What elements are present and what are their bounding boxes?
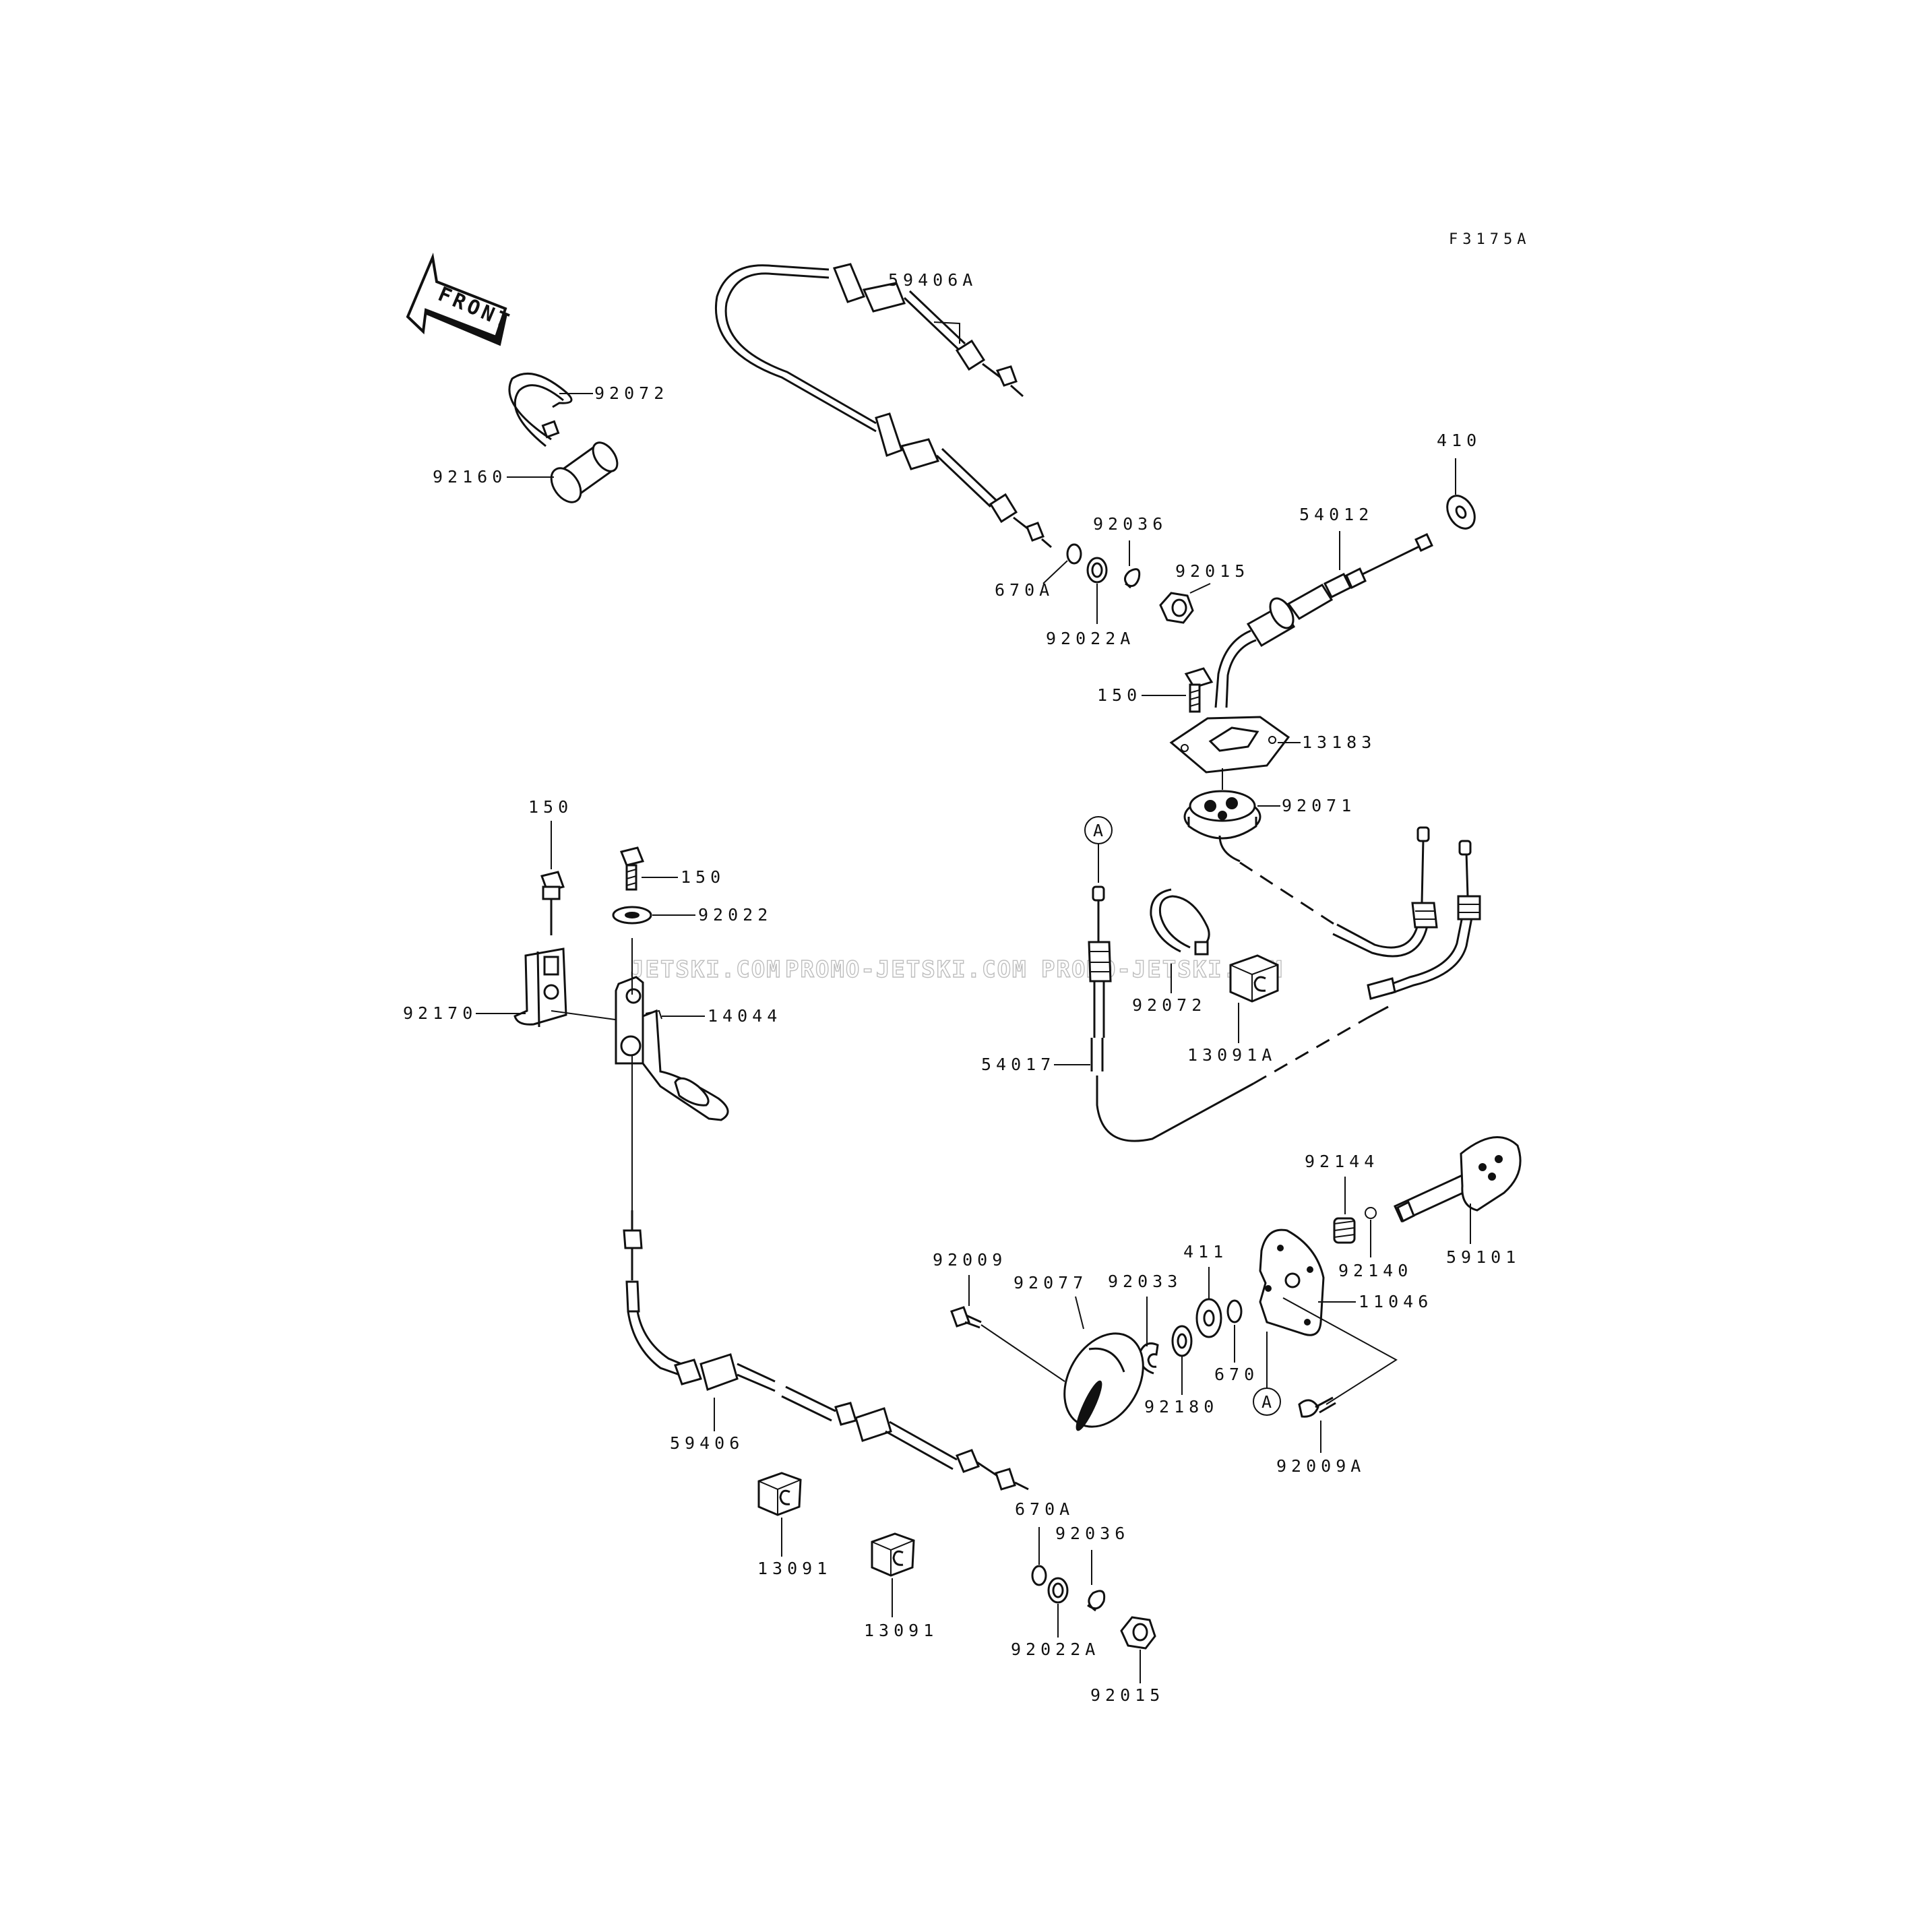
label-14044: 14044 (708, 1006, 782, 1026)
label-54012: 54012 (1299, 505, 1373, 524)
label-92170: 92170 (403, 1003, 477, 1023)
label-13091-a: 13091 (757, 1559, 832, 1578)
cable-54012 (1214, 533, 1433, 708)
bolt-150-left (540, 871, 565, 935)
label-670a-top: 670A (995, 580, 1054, 600)
plate-13183 (1169, 716, 1290, 774)
label-92077: 92077 (1014, 1273, 1088, 1292)
label-13183: 13183 (1302, 733, 1376, 752)
spring-92144 (1333, 1217, 1356, 1244)
cable-tie-92072-mid (1150, 888, 1210, 956)
bracket-14044 (615, 976, 729, 1121)
plate-11046 (1259, 1228, 1325, 1336)
label-92015-top: 92015 (1175, 561, 1249, 581)
ring-92180 (1171, 1325, 1193, 1357)
label-410: 410 (1437, 431, 1481, 450)
ball-92140 (1365, 1207, 1377, 1219)
label-54017: 54017 (981, 1055, 1055, 1074)
label-92033: 92033 (1108, 1272, 1182, 1291)
grommet-92071 (1183, 790, 1261, 840)
label-670: 670 (1214, 1365, 1259, 1384)
cable-tie-92072-top (508, 373, 573, 447)
cable-59406 (623, 1055, 1029, 1491)
bolt-150-mid (619, 846, 645, 891)
label-59101: 59101 (1446, 1247, 1520, 1267)
label-92022: 92022 (698, 905, 772, 925)
cable-59406a (715, 263, 1052, 549)
ring-670 (1226, 1299, 1243, 1323)
label-92022a-bot: 92022A (1011, 1640, 1100, 1659)
washer-410 (1446, 495, 1476, 530)
washer-411 (1195, 1298, 1222, 1338)
shaft-59101 (1394, 1136, 1522, 1223)
watermark: JETSKI.COM PROMO-JETSKI.COM PROMO-JETSKI… (629, 956, 1282, 983)
knob-92077 (1063, 1332, 1144, 1431)
label-92036-top: 92036 (1093, 514, 1167, 534)
washer-92022 (612, 906, 652, 925)
label-92072-mid: 92072 (1132, 995, 1206, 1015)
callout-a-lower: A (1253, 1332, 1281, 1416)
label-92160: 92160 (433, 467, 507, 487)
label-92036-bot: 92036 (1055, 1524, 1129, 1543)
bracket-92170 (513, 947, 567, 1028)
label-92009: 92009 (933, 1250, 1007, 1270)
label-13091a: 13091A (1187, 1045, 1276, 1065)
label-150-left: 150 (528, 797, 573, 817)
label-92022a-top: 92022A (1046, 629, 1135, 648)
label-92180: 92180 (1144, 1397, 1218, 1416)
fasteners-top (1066, 543, 1194, 624)
watermark-text-2: PROMO-JETSKI.COM (785, 956, 1028, 983)
label-92144: 92144 (1305, 1152, 1379, 1171)
label-92072-top: 92072 (594, 383, 668, 403)
fasteners-bottom (1031, 1565, 1156, 1650)
screw-92009a (1298, 1396, 1336, 1418)
label-150-mid: 150 (681, 867, 725, 887)
callout-a-upper: A (1084, 816, 1113, 883)
callout-a-upper-label: A (1093, 821, 1103, 840)
label-11046: 11046 (1359, 1292, 1433, 1311)
callout-a-lower-label: A (1261, 1392, 1272, 1412)
front-arrow-icon: FRONT (406, 252, 516, 346)
label-92015-bot: 92015 (1090, 1685, 1164, 1705)
label-59406: 59406 (670, 1433, 744, 1453)
clamp-13091a (1229, 954, 1279, 1003)
cables-right (1218, 826, 1481, 1000)
label-150-top: 150 (1097, 685, 1142, 705)
label-92140: 92140 (1338, 1261, 1412, 1280)
cable-54017 (1088, 885, 1389, 1142)
screw-92009 (950, 1306, 982, 1329)
watermark-text-1: JETSKI.COM (630, 956, 782, 983)
label-59406a: 59406A (888, 270, 977, 290)
label-411: 411 (1183, 1242, 1228, 1261)
bolt-150-top (1184, 667, 1214, 713)
clamp-13091-b (871, 1532, 915, 1577)
label-670a-bot: 670A (1015, 1499, 1074, 1519)
clamp-13091-a (757, 1472, 802, 1516)
label-13091-b: 13091 (864, 1621, 938, 1640)
label-92071: 92071 (1282, 796, 1356, 815)
grommet-92160 (550, 441, 619, 503)
label-92009a: 92009A (1276, 1456, 1365, 1476)
diagram-code: F3175A (1449, 231, 1530, 248)
